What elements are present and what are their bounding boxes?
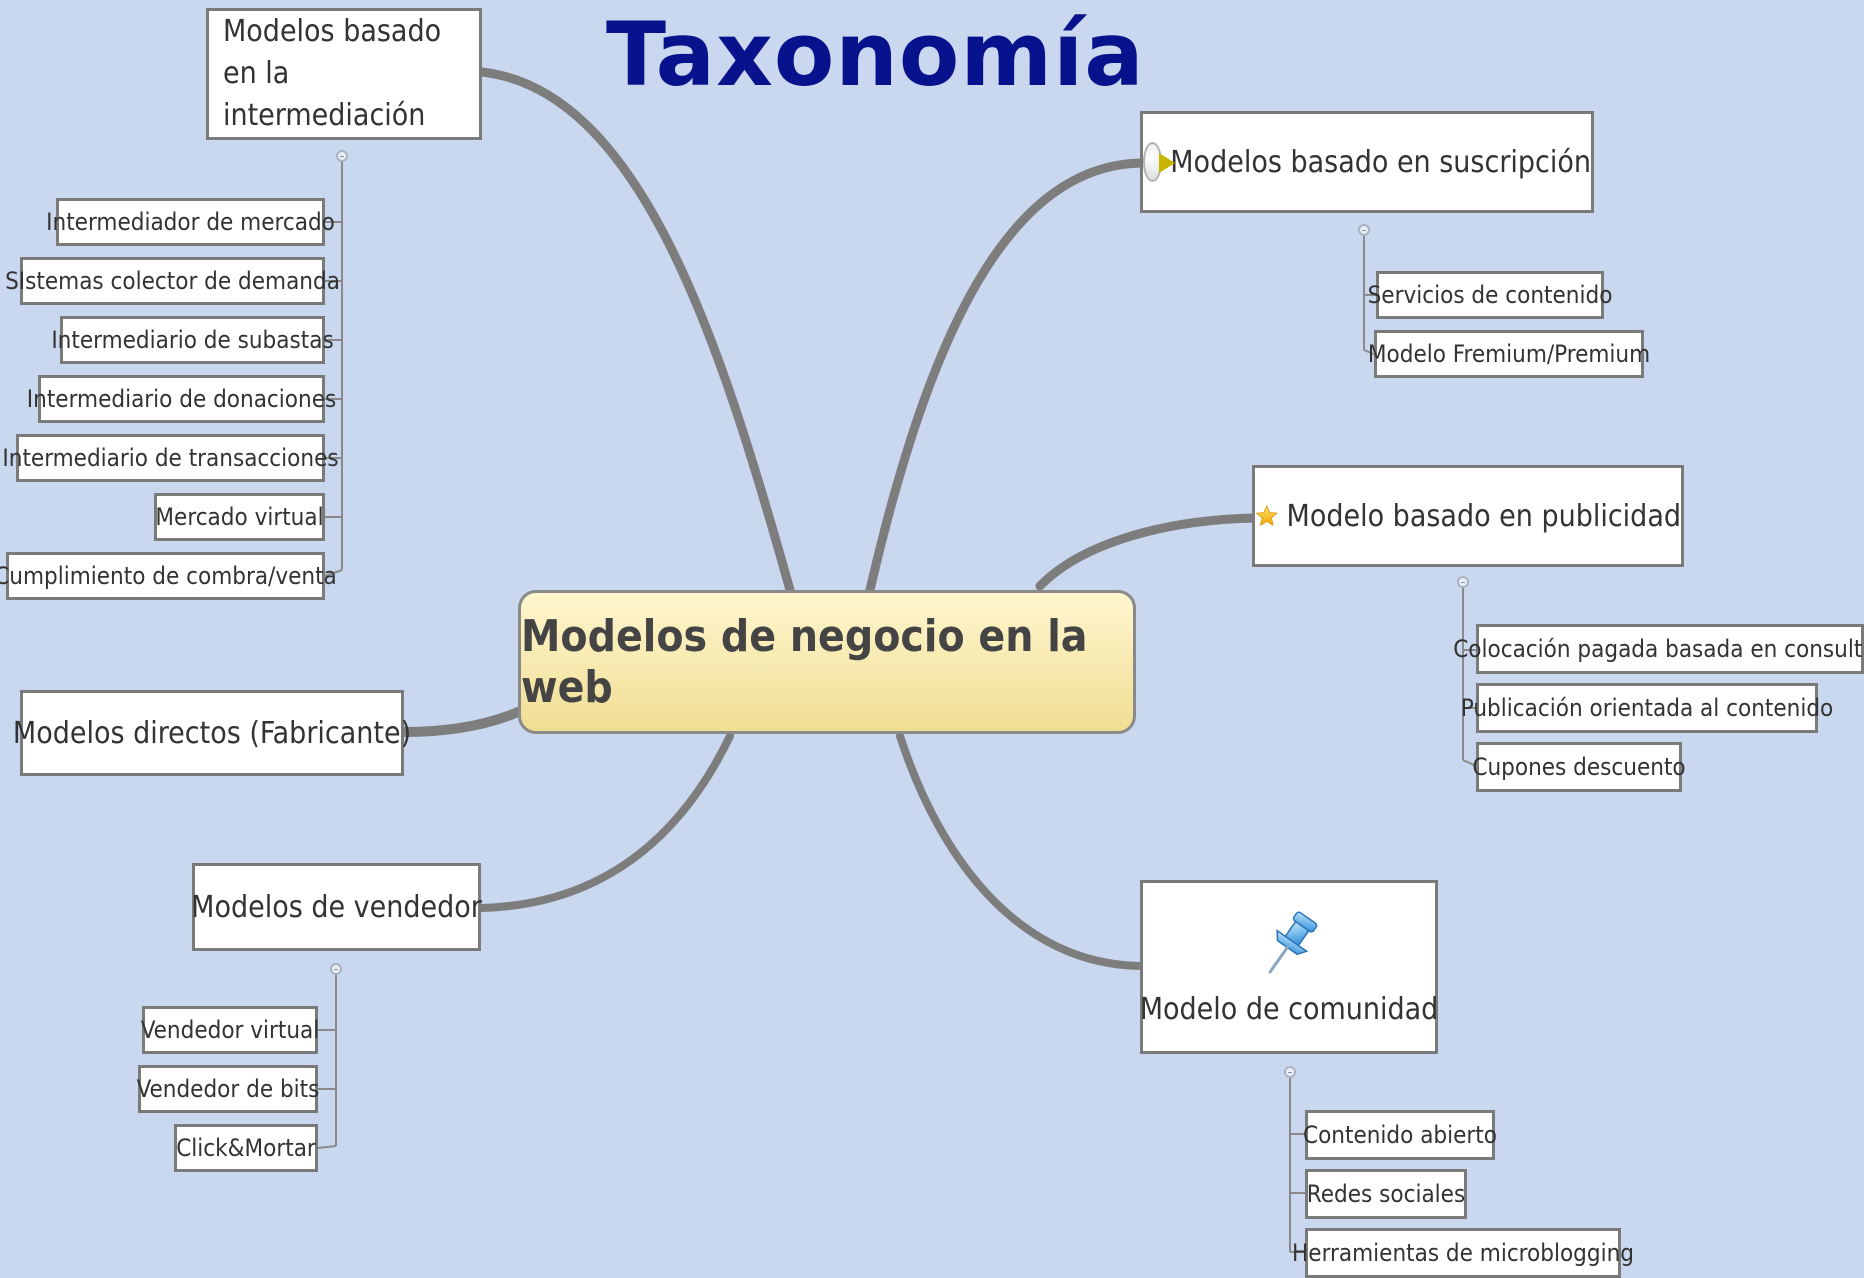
subtopic-intermediacion-3[interactable]: Intermediario de subastas [51,316,334,364]
topic-comunidad-label: Modelo de comunidad [1139,991,1439,1027]
topic-vendedor-label: Modelos de vendedor [191,889,482,925]
subtopic-label: Colocación pagada basada en consultas [1453,635,1864,663]
subtopic-label: Redes sociales [1306,1180,1466,1208]
subtopic-publicidad-2[interactable]: Publicación orientada al contenido [1461,683,1833,733]
central-topic-label: Modelos de negocio en la web [521,611,1088,713]
topic-directos-label: Modelos directos (Fabricante) [12,715,412,751]
subtopic-label: Publicación orientada al contenido [1460,694,1834,722]
topic-intermediacion-label-line1: Modelos basado [223,14,442,49]
subtopic-label: Servicios de contenido [1367,281,1613,309]
branch-link-publicidad [1035,513,1260,591]
subtopic-publicidad-3[interactable]: Cupones descuento [1472,742,1686,792]
pushpin-icon [1268,911,1318,974]
subtopic-intermediacion-5[interactable]: Intermediario de transacciones [2,434,339,482]
subtopic-intermediacion-2[interactable]: SIstemas colector de demanda [5,257,340,305]
central-topic[interactable]: Modelos de negocio en la web [518,590,1136,734]
branch-link-directos [399,707,523,737]
subtopic-comunidad-1[interactable]: Contenido abierto [1303,1110,1497,1160]
subtopic-label: Cumplimiento de combra/venta [0,562,337,590]
subtopic-vendedor-1[interactable]: Vendedor virtual [140,1006,320,1054]
topic-directos[interactable]: Modelos directos (Fabricante) [13,690,411,776]
collapse-toggle-comunidad[interactable] [1284,1066,1296,1078]
subtopic-label: Mercado virtual [155,503,324,531]
topic-intermediacion-label-line2: en la intermediación [223,56,426,133]
subtopic-label: Intermediario de transacciones [2,444,339,472]
subtopic-label: Vendedor virtual [140,1016,320,1044]
play-icon [1143,142,1176,182]
branch-link-vendedor [477,732,734,912]
subtopic-label: Click&Mortar [176,1134,316,1162]
topic-intermediacion[interactable]: Modelos basado en la intermediación [206,8,482,140]
subtopic-comunidad-3[interactable]: Herramientas de microblogging [1292,1228,1634,1278]
subtopic-intermediacion-6[interactable]: Mercado virtual [154,493,325,541]
subtopic-intermediacion-4[interactable]: Intermediario de donaciones [27,375,336,423]
topic-vendedor[interactable]: Modelos de vendedor [191,863,482,951]
page-title: Taxonomía [606,3,1145,106]
subtopic-label: Vendedor de bits [136,1075,320,1103]
subtopic-vendedor-3[interactable]: Click&Mortar [174,1124,318,1172]
subtopic-label: Herramientas de microblogging [1292,1239,1634,1267]
branch-link-suscripcion [865,158,1147,595]
star-icon [1256,505,1278,526]
topic-publicidad[interactable]: Modelo basado en publicidad [1252,465,1684,567]
subtopic-suscripcion-2[interactable]: Modelo Fremium/Premium [1368,330,1650,378]
subtopic-label: Intermediario de donaciones [26,385,337,413]
subtopic-suscripcion-1[interactable]: Servicios de contenido [1368,271,1612,319]
subtopic-label: Cupones descuento [1472,753,1686,781]
topic-suscripcion[interactable]: Modelos basado en suscripción [1140,111,1594,213]
topic-publicidad-label: Modelo basado en publicidad [1286,498,1681,534]
subtopic-intermediacion-7[interactable]: Cumplimiento de combra/venta [0,552,337,600]
subtopic-label: Intermediario de subastas [51,326,334,354]
subtopic-intermediacion-1[interactable]: Intermediador de mercado [46,198,335,246]
subtopic-publicidad-1[interactable]: Colocación pagada basada en consultas [1453,624,1864,674]
subtopic-label: Contenido abierto [1303,1121,1497,1149]
topic-comunidad[interactable]: Modelo de comunidad [1140,880,1438,1054]
branch-link-intermediacion [477,67,795,595]
collapse-toggle-vendedor[interactable] [330,963,342,975]
subtopic-label: SIstemas colector de demanda [5,267,340,295]
topic-suscripcion-label: Modelos basado en suscripción [1170,144,1591,180]
subtopic-label: Modelo Fremium/Premium [1367,340,1651,368]
subtopic-label: Intermediador de mercado [46,208,335,236]
subtopic-vendedor-2[interactable]: Vendedor de bits [136,1065,320,1113]
collapse-toggle-publicidad[interactable] [1457,576,1469,588]
subtopic-comunidad-2[interactable]: Redes sociales [1305,1169,1467,1219]
collapse-toggle-intermediacion[interactable] [336,150,348,162]
collapse-toggle-suscripcion[interactable] [1358,224,1370,236]
branch-link-comunidad [896,732,1146,970]
